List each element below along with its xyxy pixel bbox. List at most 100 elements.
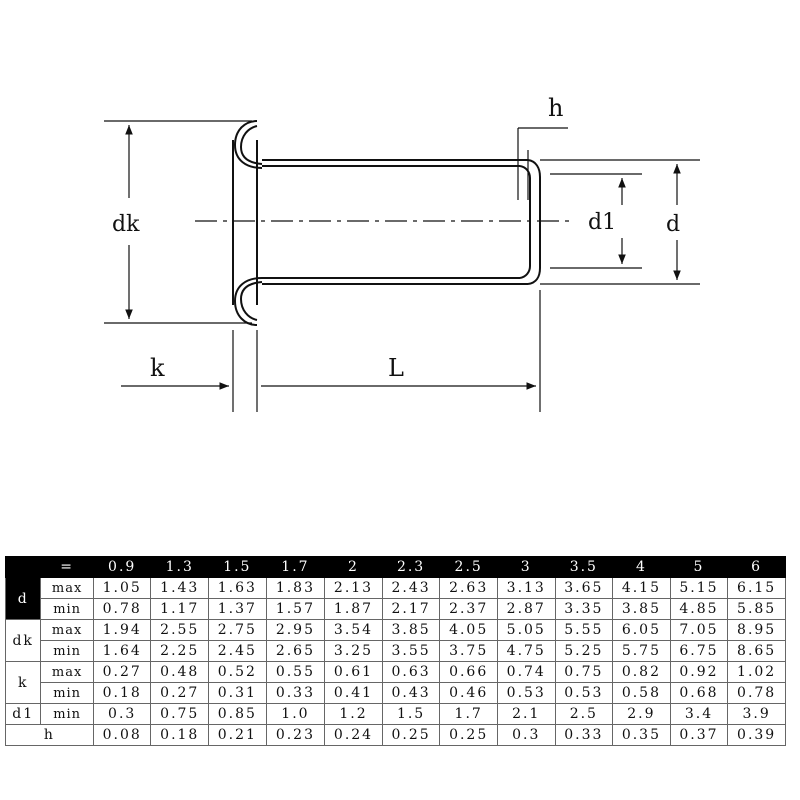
- value-cell: 1.83: [265, 577, 326, 599]
- bound-cell: min: [40, 640, 94, 662]
- dimension-dk: [104, 120, 252, 324]
- value-cell: 0.82: [612, 661, 671, 683]
- value-cell: 1.5: [381, 703, 441, 725]
- value-cell: 2.25: [150, 640, 210, 662]
- value-cell: 2.37: [439, 598, 498, 620]
- value-cell: 0.66: [439, 661, 498, 683]
- header-size: 1.3: [150, 556, 210, 578]
- header-size: 2.3: [381, 556, 441, 578]
- value-cell: 2.65: [265, 640, 326, 662]
- value-cell: 1.0: [265, 703, 326, 725]
- value-cell: 0.35: [612, 724, 671, 746]
- bound-cell: min: [40, 682, 94, 704]
- spec-table: = 0.9 1.3 1.5 1.7 2 2.3 2.5 3 3.5 4 5 6 …: [4, 556, 786, 746]
- value-cell: 0.25: [439, 724, 498, 746]
- value-cell: 5.55: [554, 619, 614, 641]
- value-cell: 2.17: [381, 598, 441, 620]
- header-corner: [4, 556, 42, 578]
- param-cell: dk: [4, 619, 42, 662]
- value-cell: 3.13: [496, 577, 556, 599]
- header-size: 4: [612, 556, 671, 578]
- dimension-d1: [550, 173, 642, 269]
- label-h: h: [548, 94, 563, 122]
- value-cell: 0.78: [727, 682, 786, 704]
- value-cell: 6.75: [669, 640, 729, 662]
- header-size: 3: [496, 556, 556, 578]
- value-cell: 3.55: [381, 640, 441, 662]
- rivet-drawing: dk d1 d h k L: [104, 94, 700, 412]
- header-equals: =: [40, 556, 94, 578]
- value-cell: 8.95: [727, 619, 786, 641]
- value-cell: 5.05: [496, 619, 556, 641]
- value-cell: 3.35: [554, 598, 614, 620]
- dimension-k: [121, 330, 258, 412]
- param-cell: k: [4, 661, 42, 704]
- value-cell: 0.25: [381, 724, 441, 746]
- value-cell: 0.41: [324, 682, 383, 704]
- value-cell: 4.75: [496, 640, 556, 662]
- value-cell: 1.2: [324, 703, 383, 725]
- value-cell: 2.43: [381, 577, 441, 599]
- value-cell: 2.13: [324, 577, 383, 599]
- header-size: 2.5: [439, 556, 498, 578]
- value-cell: 4.05: [439, 619, 498, 641]
- value-cell: 1.17: [150, 598, 210, 620]
- label-d1: d1: [588, 210, 616, 235]
- rivet-outline: [232, 120, 541, 326]
- value-cell: 6.05: [612, 619, 671, 641]
- dimension-L: [261, 290, 541, 412]
- value-cell: 0.37: [669, 724, 729, 746]
- value-cell: 0.48: [150, 661, 210, 683]
- bound-cell: max: [40, 619, 94, 641]
- value-cell: 0.68: [669, 682, 729, 704]
- header-row: = 0.9 1.3 1.5 1.7 2 2.3 2.5 3 3.5 4 5 6: [4, 556, 786, 578]
- value-cell: 3.9: [727, 703, 786, 725]
- value-cell: 0.21: [208, 724, 267, 746]
- value-cell: 5.15: [669, 577, 729, 599]
- value-cell: 1.05: [92, 577, 152, 599]
- value-cell: 2.5: [554, 703, 614, 725]
- header-size: 2: [324, 556, 383, 578]
- value-cell: 5.85: [727, 598, 786, 620]
- value-cell: 5.75: [612, 640, 671, 662]
- value-cell: 1.87: [324, 598, 383, 620]
- value-cell: 8.65: [727, 640, 786, 662]
- value-cell: 0.92: [669, 661, 729, 683]
- value-cell: 2.87: [496, 598, 556, 620]
- value-cell: 0.78: [92, 598, 152, 620]
- dimension-d: [540, 159, 700, 285]
- value-cell: 0.53: [496, 682, 556, 704]
- header-size: 3.5: [554, 556, 614, 578]
- bound-cell: min: [40, 703, 94, 725]
- value-cell: 0.74: [496, 661, 556, 683]
- value-cell: 1.63: [208, 577, 267, 599]
- value-cell: 3.85: [612, 598, 671, 620]
- value-cell: 0.61: [324, 661, 383, 683]
- value-cell: 3.85: [381, 619, 441, 641]
- header-size: 1.5: [208, 556, 267, 578]
- value-cell: 0.3: [92, 703, 152, 725]
- value-cell: 0.27: [150, 682, 210, 704]
- value-cell: 6.15: [727, 577, 786, 599]
- value-cell: 1.37: [208, 598, 267, 620]
- value-cell: 2.1: [496, 703, 556, 725]
- bound-cell: max: [40, 577, 94, 599]
- value-cell: 0.33: [554, 724, 614, 746]
- value-cell: 0.33: [265, 682, 326, 704]
- param-cell: d1: [4, 703, 42, 725]
- value-cell: 0.31: [208, 682, 267, 704]
- table-header: = 0.9 1.3 1.5 1.7 2 2.3 2.5 3 3.5 4 5 6: [4, 556, 786, 578]
- bound-cell: max: [40, 661, 94, 683]
- label-d: d: [666, 212, 680, 237]
- value-cell: 3.75: [439, 640, 498, 662]
- header-size: 0.9: [92, 556, 152, 578]
